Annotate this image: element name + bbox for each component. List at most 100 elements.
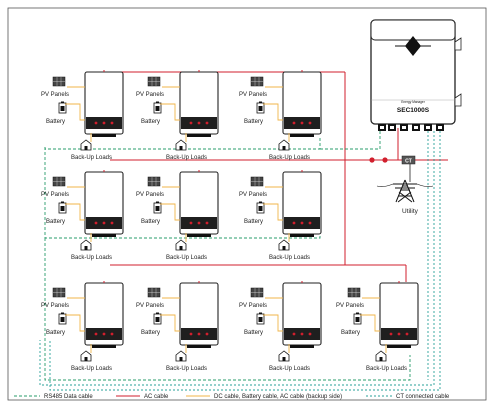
battery-level	[355, 317, 360, 322]
battery-level	[60, 317, 65, 322]
ct-clamp-icon: CT	[401, 155, 416, 165]
pv-panels-label: PV Panels	[336, 303, 364, 309]
inverter-ports	[187, 345, 211, 348]
energy-manager-caption: Energy Manager	[401, 100, 426, 104]
inverter-ports	[92, 234, 116, 237]
utility-label: Utility	[402, 208, 419, 215]
battery-terminal	[356, 312, 359, 314]
status-led-icon	[308, 121, 312, 125]
ct-clamp-body	[401, 155, 416, 165]
house-door	[84, 246, 88, 250]
solar-panel-icon	[250, 176, 264, 187]
backup-loads-label: Back-Up Loads	[366, 366, 407, 372]
ct-label: CT	[405, 159, 412, 165]
connector-gland-core	[438, 126, 442, 129]
solar-panel-icon	[147, 287, 161, 298]
tower-arms	[393, 183, 417, 189]
house-icon	[278, 139, 290, 151]
battery-terminal	[156, 201, 159, 203]
house-door	[379, 357, 383, 361]
battery-label: Battery	[244, 330, 263, 336]
battery-terminal	[61, 101, 64, 103]
battery-level	[258, 206, 263, 211]
connector-gland-core	[426, 126, 430, 129]
battery-label: Battery	[244, 219, 263, 225]
status-led-icon	[292, 332, 296, 336]
inverter-ports	[92, 345, 116, 348]
battery-label: Battery	[46, 330, 65, 336]
battery-label: Battery	[141, 119, 160, 125]
power-lines	[376, 183, 434, 187]
battery-level	[258, 106, 263, 111]
pv-panels-label: PV Panels	[41, 92, 69, 98]
house-door	[282, 357, 286, 361]
battery-cable	[263, 203, 283, 221]
status-led-icon	[189, 332, 193, 336]
battery-level	[155, 317, 160, 322]
solar-panel-icon	[52, 76, 66, 87]
pv-panels-label: PV Panels	[41, 303, 69, 309]
status-led-icon	[94, 221, 98, 225]
legend-rs485-label: RS485 Data cable	[44, 394, 93, 400]
battery-terminal	[259, 101, 262, 103]
battery-terminal	[259, 312, 262, 314]
battery-label: Battery	[46, 219, 65, 225]
connector-gland-core	[402, 126, 406, 129]
status-led-icon	[405, 332, 409, 336]
battery-cable	[160, 203, 180, 221]
inverter-ports	[187, 234, 211, 237]
outer-frame	[7, 7, 487, 401]
battery-level	[155, 106, 160, 111]
status-led-icon	[189, 221, 193, 225]
battery-label: Battery	[141, 330, 160, 336]
house-icon	[175, 350, 187, 362]
inverter-ports	[387, 345, 411, 348]
status-led-icon	[300, 332, 304, 336]
battery-terminal	[259, 201, 262, 203]
solar-panel-icon	[147, 176, 161, 187]
pv-panels-label: PV Panels	[239, 192, 267, 198]
house-icon	[175, 239, 187, 251]
pv-panels-label: PV Panels	[239, 92, 267, 98]
battery-level	[155, 206, 160, 211]
solar-panel-icon	[52, 176, 66, 187]
status-led-icon	[110, 221, 114, 225]
battery-label: Battery	[46, 119, 65, 125]
rs485-cable	[44, 238, 411, 381]
inverter-ports	[290, 134, 314, 137]
pv-panels-label: PV Panels	[136, 303, 164, 309]
solar-panel-icon	[250, 76, 264, 87]
house-door	[84, 146, 88, 150]
battery-cable	[160, 103, 180, 121]
battery-label: Battery	[244, 119, 263, 125]
mount-tab-right-top	[454, 37, 462, 51]
pv-panels-label: PV Panels	[41, 192, 69, 198]
inverter-ports	[92, 134, 116, 137]
backup-loads-label: Back-Up Loads	[269, 155, 310, 161]
battery-terminal	[61, 312, 64, 314]
battery-level	[60, 106, 65, 111]
status-led-icon	[102, 221, 106, 225]
ac-junction-dot	[369, 157, 375, 163]
house-door	[84, 357, 88, 361]
status-led-icon	[94, 121, 98, 125]
status-led-icon	[189, 121, 193, 125]
backup-loads-label: Back-Up Loads	[166, 155, 207, 161]
house-door	[179, 146, 183, 150]
legend-dc-label: DC cable, Battery cable, AC cable (backu…	[214, 394, 342, 400]
status-led-icon	[110, 121, 114, 125]
house-door	[179, 246, 183, 250]
status-led-icon	[102, 121, 106, 125]
house-icon	[278, 350, 290, 362]
inverter-ports	[290, 345, 314, 348]
